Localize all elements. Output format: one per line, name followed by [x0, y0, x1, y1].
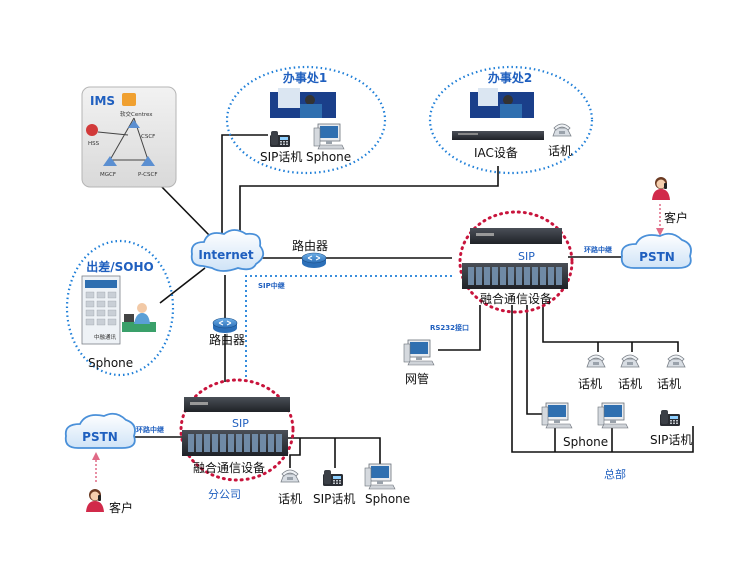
office2-building-icon — [470, 88, 534, 118]
ims-node-top: 软交Centrex — [120, 110, 153, 118]
hq-phone2-label: 话机 — [618, 377, 642, 391]
hq-customer-label: 客户 — [664, 210, 688, 225]
branch-pstn-label: PSTN — [82, 430, 118, 444]
ims-box: IMS 软交Centrex CSCF HSS MGCF P-CSCF — [81, 86, 177, 188]
hq-network-mgmt-label: 网管 — [405, 371, 429, 386]
branch-sip-phone-icon — [323, 470, 343, 486]
office2-title: 办事处2 — [488, 70, 532, 85]
internet-label: Internet — [198, 248, 253, 262]
branch-name-label: 分公司 — [208, 488, 241, 501]
ims-node-hss: HSS — [88, 141, 100, 147]
internet-cloud: Internet — [190, 229, 265, 272]
branch-device-label: 融合通信设备 — [193, 460, 265, 475]
soho-softphone-brand: 中融通讯 — [94, 333, 117, 341]
ims-node-hss-icon — [86, 124, 98, 136]
office2-iac-device-icon — [452, 131, 544, 140]
hq-phone2-icon — [620, 354, 640, 368]
branch-sphone-pc-icon — [364, 463, 396, 490]
branch-phone-label: 话机 — [278, 492, 302, 506]
branch-sip-phone-label: SIP话机 — [313, 492, 355, 506]
office1: 办事处1 SIP话机 Sphone — [225, 65, 387, 175]
branch-pstn-cloud: PSTN — [64, 412, 136, 449]
branch-customer-label: 客户 — [109, 500, 133, 515]
office1-sip-phone-icon — [270, 131, 290, 147]
hq-phone3-icon — [666, 354, 686, 368]
ims-node-pcscf: P-CSCF — [138, 172, 158, 178]
hq-sip-phone-icon — [660, 410, 680, 426]
office2-iac-label: IAC设备 — [474, 146, 518, 160]
ims-node-cscf: CSCF — [141, 134, 155, 140]
hq-rs232-label: RS232接口 — [430, 323, 469, 332]
branch-sip-label: SIP — [232, 417, 249, 430]
hq-phone1-label: 话机 — [578, 377, 602, 391]
office1-pc-icon — [313, 123, 345, 150]
router-bottom-label: 路由器 — [209, 332, 245, 347]
router-bottom-icon — [212, 317, 238, 334]
hq: SIP 融合通信设备 客户 PSTN 环路中继 RS232接口 网管 话机 话机… — [403, 177, 692, 481]
branch: SIP 融合通信设备 分公司 PSTN 环路中继 客户 话机 SIP话机 Sph… — [64, 378, 410, 515]
ims-node-top-icon — [122, 93, 136, 106]
hq-sphone-label: Sphone — [563, 435, 608, 449]
hq-device-label: 融合通信设备 — [480, 291, 552, 306]
hq-device-top — [470, 228, 562, 244]
sip-trunk-line — [245, 275, 452, 382]
ims-node-mgcf: MGCF — [100, 172, 116, 178]
branch-trunk-label: 环路中继 — [136, 425, 164, 434]
sip-trunk-label: SIP中继 — [258, 281, 285, 290]
office2-phone-icon — [552, 123, 572, 137]
office1-sphone-label: Sphone — [306, 150, 351, 164]
soho: 出差/SOHO 中融通讯 Sphone — [65, 239, 175, 377]
soho-person-icon — [122, 303, 156, 332]
hq-network-mgmt-pc-icon — [403, 339, 435, 366]
router-top-label: 路由器 — [292, 238, 328, 253]
office1-title: 办事处1 — [283, 70, 327, 85]
hq-customer-icon — [652, 177, 670, 200]
office1-building-icon — [270, 88, 336, 118]
branch-customer-icon — [86, 489, 104, 512]
router-top-icon — [301, 252, 327, 269]
office1-sip-phone-label: SIP话机 — [260, 150, 302, 164]
ims-node-pcscf-icon — [141, 156, 155, 166]
hq-sphone-pc2-icon — [597, 402, 629, 429]
hq-pstn-cloud: PSTN — [620, 232, 692, 269]
ims-title: IMS — [90, 94, 115, 108]
hq-trunk-label: 环路中继 — [584, 245, 612, 254]
soho-title: 出差/SOHO — [86, 259, 153, 274]
hq-sip-label: SIP — [518, 250, 535, 263]
hq-pstn-label: PSTN — [639, 250, 675, 264]
hq-sphone-pc1-icon — [541, 402, 573, 429]
hq-phone3-label: 话机 — [657, 377, 681, 391]
branch-phone-icon — [280, 469, 300, 483]
hq-phone1-icon — [586, 354, 606, 368]
ims-node-mgcf-icon — [103, 156, 117, 166]
hq-name-label: 总部 — [604, 467, 626, 481]
branch-device-top — [184, 397, 290, 412]
ims-node-cscf-icon — [128, 120, 140, 128]
office2-phone-label: 话机 — [548, 144, 572, 158]
branch-sphone-label: Sphone — [365, 492, 410, 506]
soho-sphone-label: Sphone — [88, 356, 133, 370]
office2: 办事处2 IAC设备 话机 — [428, 65, 594, 175]
hq-sip-phone-label: SIP话机 — [650, 433, 692, 447]
